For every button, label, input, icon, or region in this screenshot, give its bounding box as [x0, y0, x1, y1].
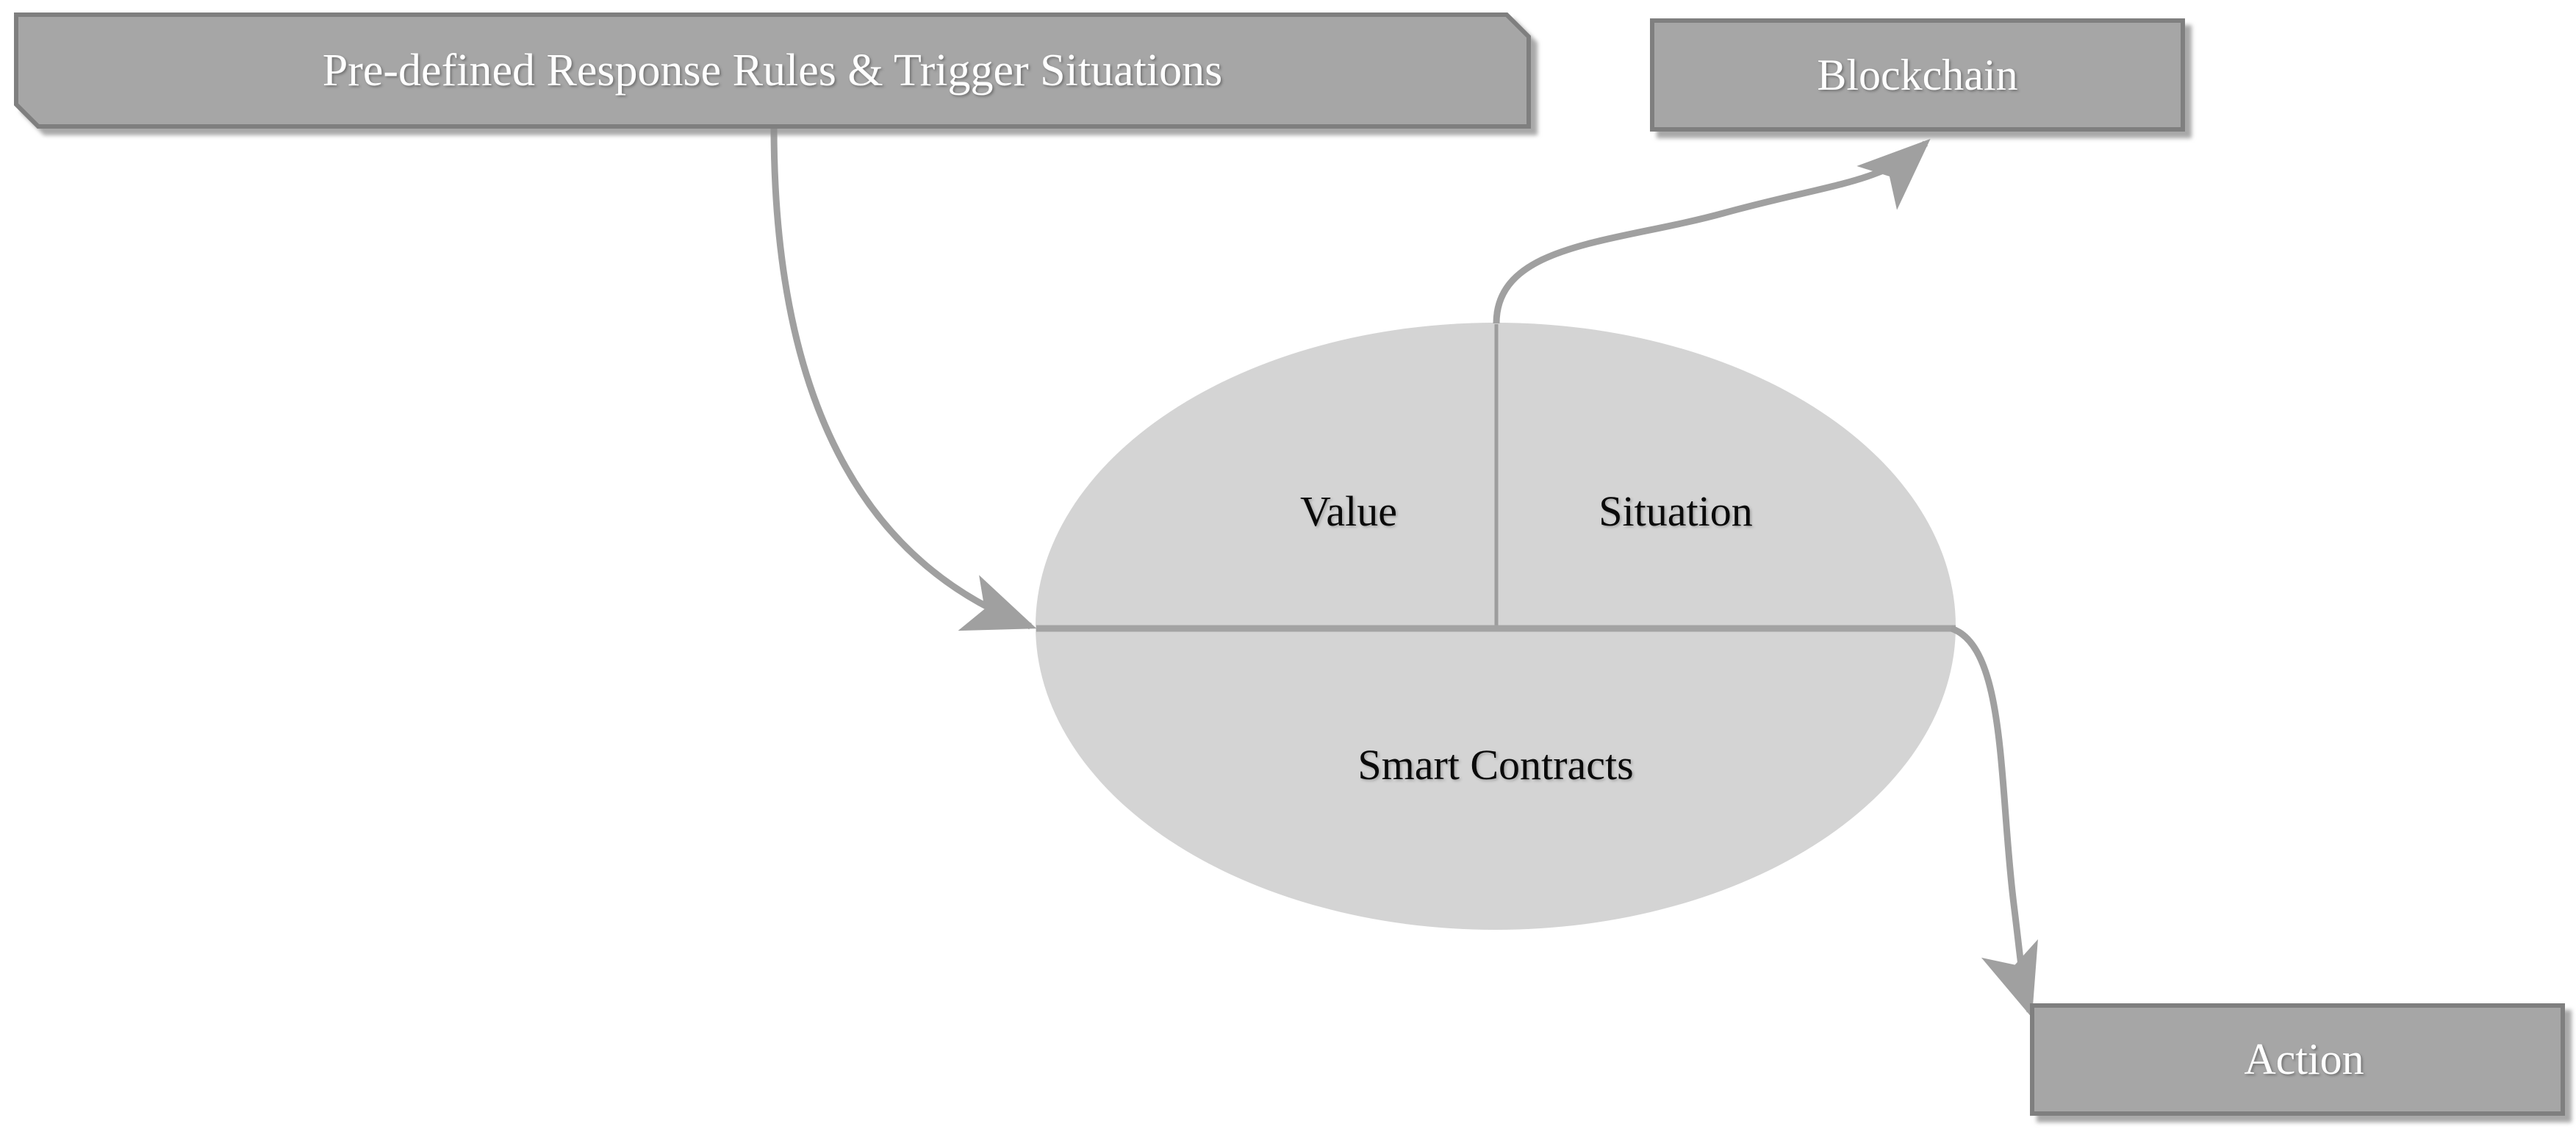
rules-box-shape — [14, 12, 1531, 129]
connector-situation-to-blockchain[interactable] — [1493, 138, 1931, 324]
connector-contracts-to-action-path — [1950, 625, 2038, 1018]
blockchain-box-shape — [1650, 18, 2185, 132]
connector-situation-to-blockchain-path — [1493, 138, 1931, 324]
connector-rules-to-contracts-path — [770, 126, 1037, 631]
action-box[interactable] — [2030, 1003, 2565, 1116]
smart-contracts-ellipse[interactable] — [1036, 323, 1956, 930]
rules-box[interactable] — [14, 12, 1531, 129]
blockchain-box[interactable] — [1650, 18, 2185, 132]
connector-contracts-to-action[interactable] — [1950, 625, 2038, 1018]
action-box-shape — [2030, 1003, 2565, 1116]
connector-rules-to-contracts[interactable] — [770, 126, 1037, 631]
